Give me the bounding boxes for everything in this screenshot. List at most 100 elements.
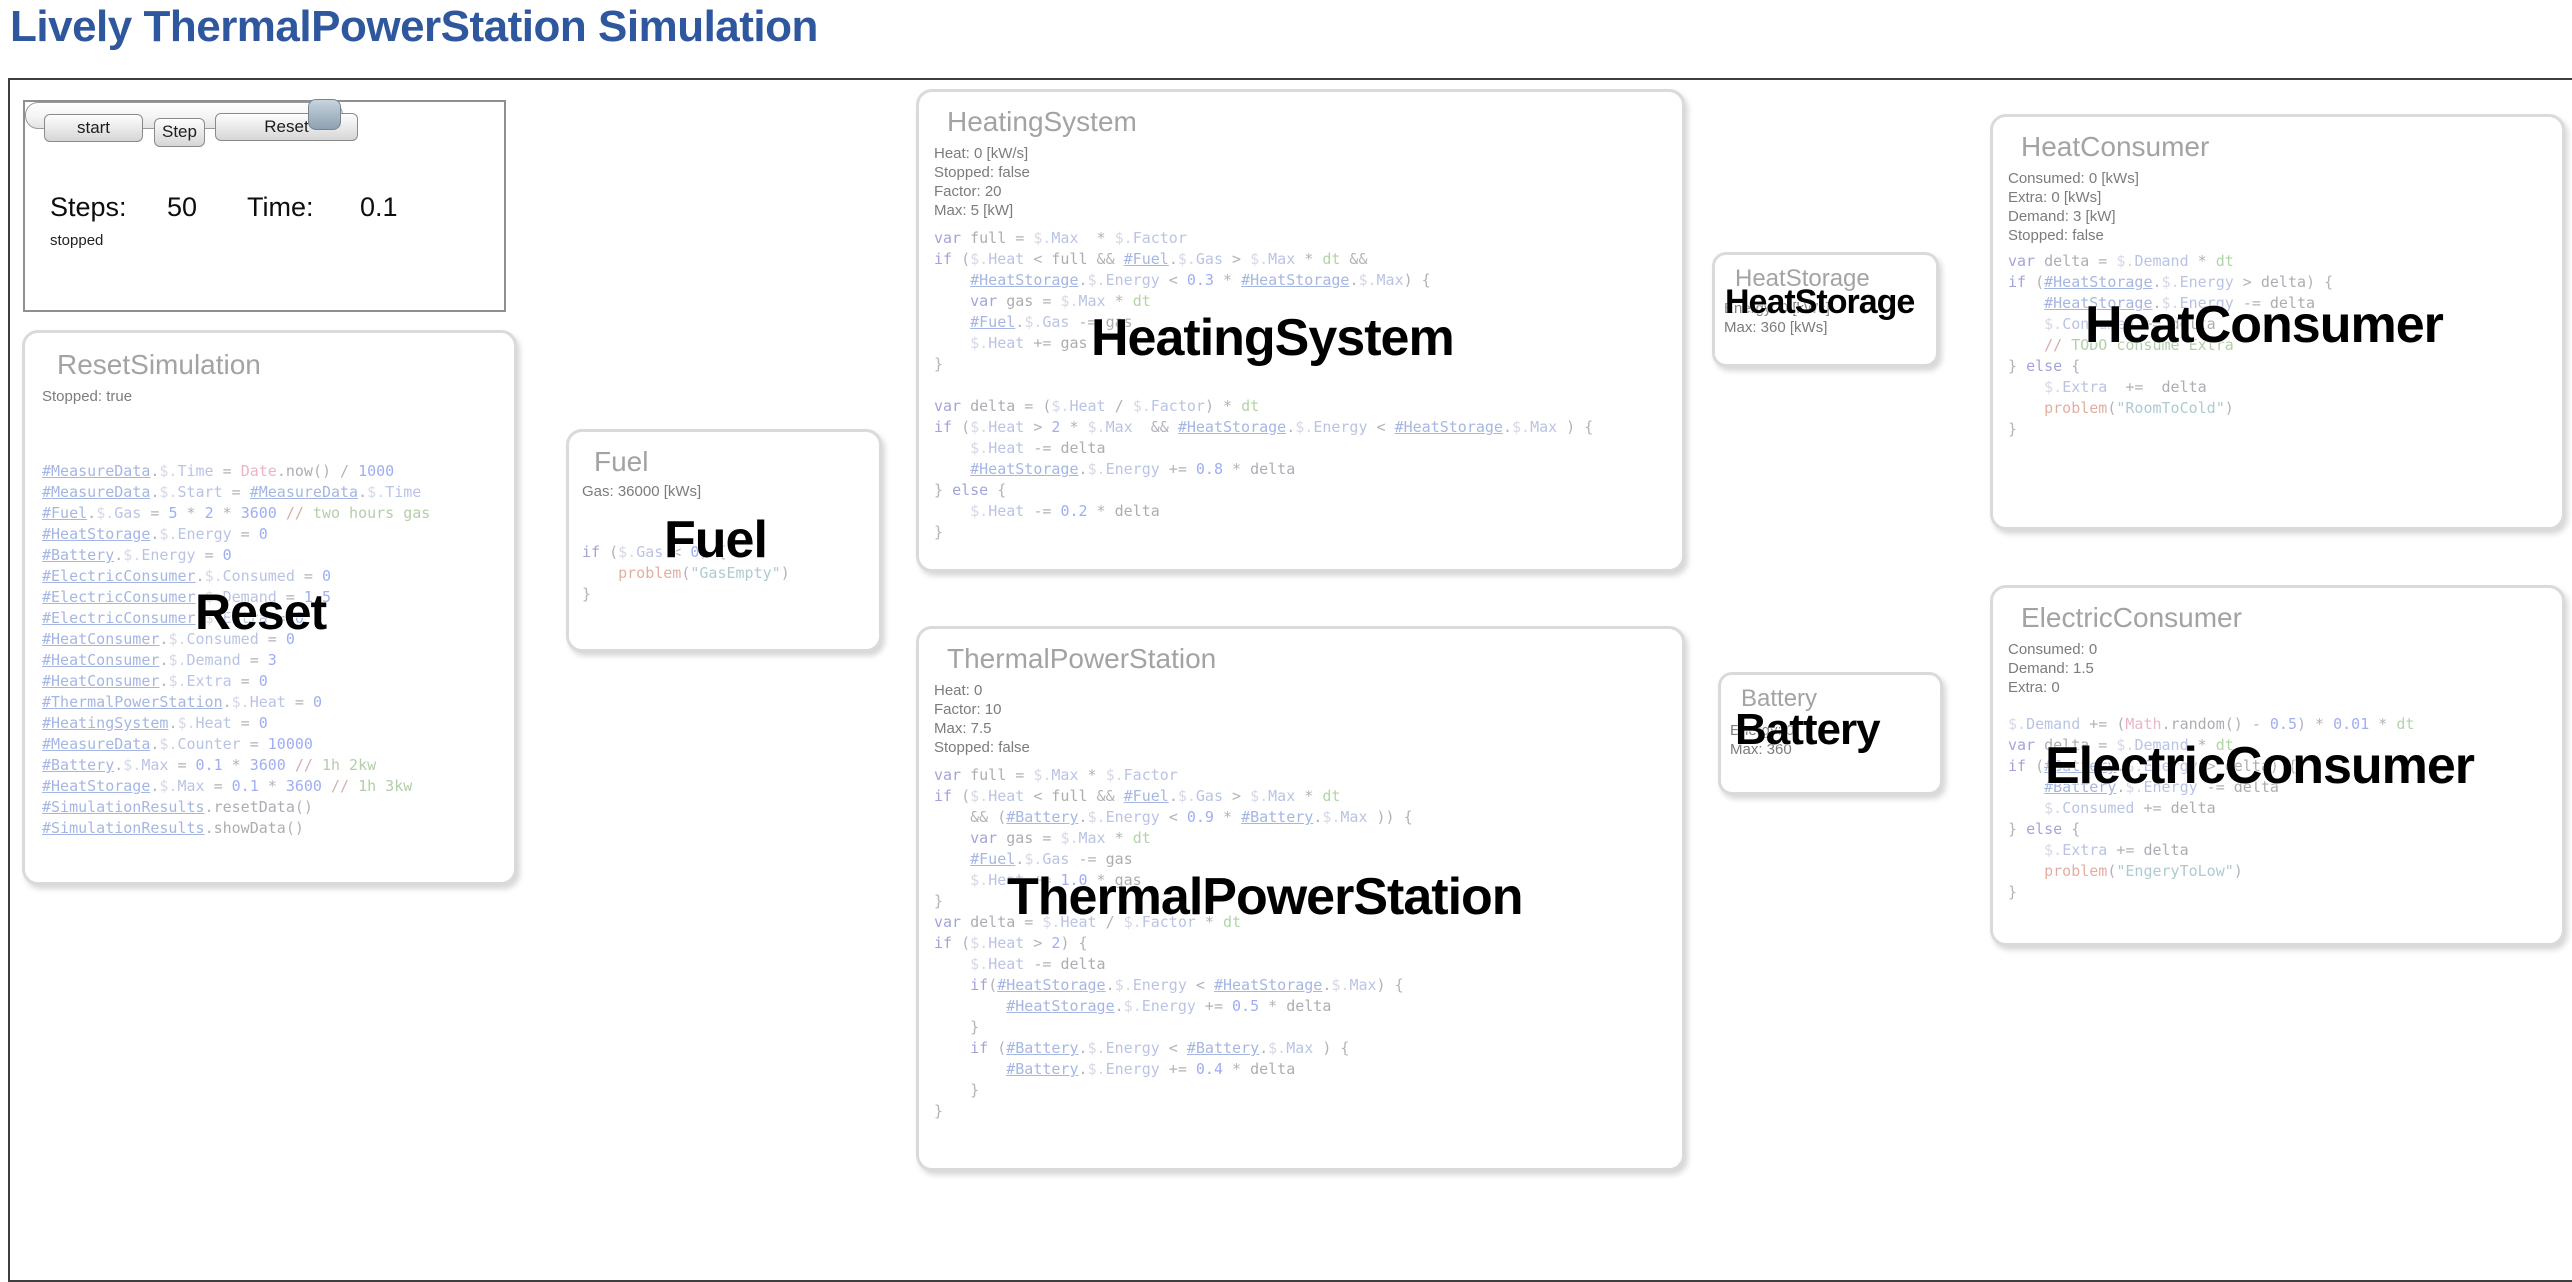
stat-line: Factor: 20 bbox=[934, 183, 1002, 200]
time-value: 0.1 bbox=[360, 192, 398, 222]
stat-line: Demand: 1.5 bbox=[2008, 660, 2094, 677]
code-editor[interactable]: $.Demand += (Math.random() - 0.5) * 0.01… bbox=[2008, 714, 2414, 903]
morph-heating-system[interactable]: HeatingSystem Heat: 0 [kW/s]Stopped: fal… bbox=[916, 89, 1685, 572]
code-line: } bbox=[934, 355, 944, 373]
code-line: $.Heat += gas bbox=[970, 334, 1088, 352]
steps-value: 50 bbox=[167, 192, 198, 222]
code-line: // TODO consume Extra bbox=[2044, 336, 2234, 354]
code-line: $.Consumed += delta bbox=[2044, 315, 2216, 333]
code-line: problem("RoomToCold") bbox=[2044, 399, 2234, 417]
name-overlay-label: Fuel bbox=[664, 511, 768, 569]
name-overlay-label: ThermalPowerStation bbox=[1007, 868, 1524, 926]
code-line: if ($.Gas < 0) { bbox=[582, 543, 727, 561]
code-line: #ElectricConsumer.$.Extra = 0 bbox=[42, 609, 304, 627]
morph-fuel[interactable]: Fuel Gas: 36000 [kWs] if ($.Gas < 0) { p… bbox=[566, 429, 882, 652]
code-line: #HeatStorage.$.Energy < 0.3 * #HeatStora… bbox=[970, 271, 1431, 289]
code-line: if ($.Heat < full && #Fuel.$.Gas > $.Max… bbox=[934, 250, 1368, 268]
morph-heat-storage[interactable]: HeatStorage Energy: 0 [kWs]Max: 360 [kWs… bbox=[1712, 252, 1939, 367]
code-line: if (#HeatStorage.$.Energy > delta) { bbox=[2008, 273, 2334, 291]
code-line: #ThermalPowerStation.$.Heat = 0 bbox=[42, 693, 322, 711]
code-line: #ElectricConsumer.$.Consumed = 0 bbox=[42, 567, 331, 585]
name-overlay-label: HeatingSystem bbox=[1091, 309, 1455, 367]
name-overlay-label: ElectricConsumer bbox=[2045, 737, 2475, 795]
start-button[interactable]: start bbox=[44, 114, 143, 142]
code-line: && (#Battery.$.Energy < 0.9 * #Battery.$… bbox=[934, 808, 1413, 826]
name-overlay-label: HeatConsumer bbox=[2085, 296, 2444, 354]
code-editor[interactable]: var delta = $.Demand * dt if (#HeatStorag… bbox=[2008, 251, 2333, 440]
box-stats: Consumed: 0 [kWs]Extra: 0 [kWs]Demand: 3… bbox=[2008, 169, 2139, 245]
code-line: $.Heat -= delta bbox=[970, 439, 1106, 457]
code-line: #Battery.$.Max = 0.1 * 3600 // 1h 2kw bbox=[42, 756, 377, 774]
stat-line: Energy: 0 bbox=[1730, 722, 1795, 739]
stat-line: Stopped: false bbox=[934, 164, 1030, 181]
code-line: #HeatingSystem.$.Heat = 0 bbox=[42, 714, 268, 732]
code-line: } else { bbox=[2008, 820, 2081, 838]
code-line: var gas = $.Max * dt bbox=[970, 292, 1151, 310]
morph-reset-simulation[interactable]: ResetSimulation Stopped: true #MeasureDa… bbox=[22, 330, 517, 885]
stat-line: Heat: 0 bbox=[934, 682, 983, 699]
code-line: } bbox=[934, 1081, 980, 1099]
morph-heat-consumer[interactable]: HeatConsumer Consumed: 0 [kWs]Extra: 0 [… bbox=[1990, 114, 2565, 530]
stat-line: Consumed: 0 [kWs] bbox=[2008, 170, 2139, 187]
code-line: $.Extra += delta bbox=[2044, 378, 2207, 396]
name-overlay-label: HeatStorage bbox=[1725, 283, 1915, 321]
stat-line: Stopped: false bbox=[934, 739, 1030, 756]
stat-line: Stopped: false bbox=[2008, 227, 2104, 244]
box-title: ThermalPowerStation bbox=[947, 643, 1217, 674]
code-line: $.Demand += (Math.random() - 0.5) * 0.01… bbox=[2008, 715, 2415, 733]
code-line: } bbox=[934, 1018, 980, 1036]
code-line: #Battery.$.Energy = 0 bbox=[42, 546, 232, 564]
code-line: problem("EngeryToLow") bbox=[2044, 862, 2243, 880]
code-line bbox=[934, 375, 1593, 396]
stat-line: Extra: 0 bbox=[2008, 679, 2060, 696]
code-line: if ($.Heat < full && #Fuel.$.Gas > $.Max… bbox=[934, 787, 1341, 805]
box-stats: Energy: 0 Max: 360 bbox=[1730, 721, 1794, 759]
code-line: #MeasureData.$.Time = Date.now() / 1000 bbox=[42, 462, 395, 480]
code-line: #Fuel.$.Gas -= gas bbox=[970, 850, 1133, 868]
code-line: var delta = $.Demand * dt bbox=[2008, 252, 2234, 270]
time-label: Time: bbox=[247, 192, 314, 222]
code-line: } bbox=[2008, 883, 2018, 901]
stat-line: Stopped: true bbox=[42, 388, 133, 405]
code-line: if ($.Heat > 2) { bbox=[934, 934, 1088, 952]
box-title: ElectricConsumer bbox=[2021, 602, 2242, 633]
code-line: if(#HeatStorage.$.Energy < #HeatStorage.… bbox=[970, 976, 1404, 994]
code-line: #HeatConsumer.$.Consumed = 0 bbox=[42, 630, 295, 648]
code-line: #SimulationResults.resetData() bbox=[42, 798, 313, 816]
slider-handle[interactable] bbox=[308, 99, 341, 130]
code-line: var gas = $.Max * dt bbox=[970, 829, 1151, 847]
code-line: $.Consumed += delta bbox=[2044, 799, 2216, 817]
code-line: #HeatConsumer.$.Demand = 3 bbox=[42, 651, 277, 669]
code-line: } bbox=[934, 523, 944, 541]
code-line: #Battery.$.Energy += 0.4 * delta bbox=[1006, 1060, 1296, 1078]
status-text: stopped bbox=[50, 232, 104, 249]
code-line: var delta = $.Heat / $.Factor * dt bbox=[934, 913, 1242, 931]
code-line: } bbox=[934, 892, 944, 910]
code-line: #HeatStorage.$.Max = 0.1 * 3600 // 1h 3k… bbox=[42, 777, 413, 795]
stat-line: Max: 5 [kW] bbox=[934, 202, 1014, 219]
code-line: #SimulationResults.showData() bbox=[42, 819, 304, 837]
code-editor[interactable]: if ($.Gas < 0) { problem("GasEmpty")} bbox=[582, 542, 790, 605]
stat-line: Max: 360 bbox=[1730, 741, 1792, 758]
code-line: #ElectricConsumer.$.Demand = 1.5 bbox=[42, 588, 331, 606]
steps-label: Steps: bbox=[50, 192, 127, 222]
name-overlay-label: Battery bbox=[1735, 705, 1881, 754]
code-line: #HeatStorage.$.Energy += 0.5 * delta bbox=[1006, 997, 1332, 1015]
box-title: HeatConsumer bbox=[2021, 131, 2210, 162]
code-line: #Battery.$.Energy -= delta bbox=[2044, 778, 2279, 796]
box-stats: Energy: 0 [kWs]Max: 360 [kWs] bbox=[1724, 299, 1830, 337]
code-line: $.Extra += delta bbox=[2044, 841, 2189, 859]
code-editor[interactable]: #MeasureData.$.Time = Date.now() / 1000 #… bbox=[42, 461, 430, 839]
page-title: Lively ThermalPowerStation Simulation bbox=[10, 2, 818, 51]
stat-line: Max: 7.5 bbox=[934, 720, 992, 737]
code-line: problem("GasEmpty") bbox=[618, 564, 790, 582]
step-button[interactable]: Step bbox=[154, 118, 205, 147]
